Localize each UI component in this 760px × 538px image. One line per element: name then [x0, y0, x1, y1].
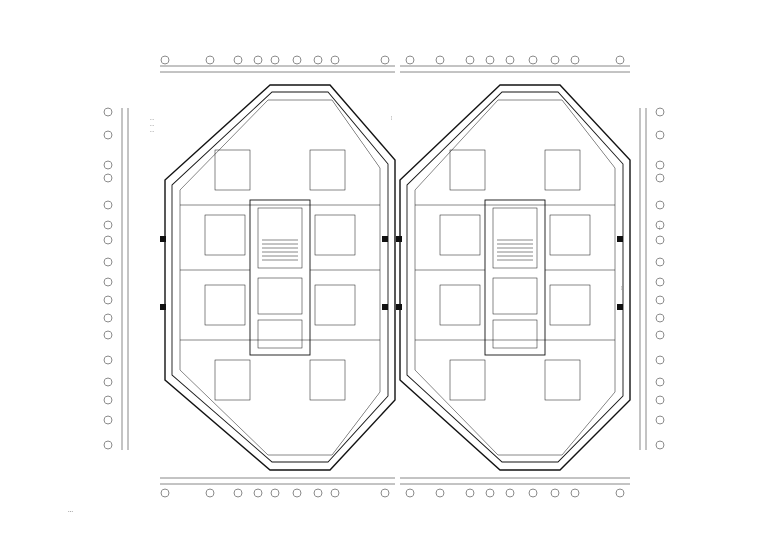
axis-bubble	[103, 130, 113, 140]
axis-bubble	[160, 488, 170, 498]
stair-left	[262, 239, 298, 261]
axis-bubble	[405, 488, 415, 498]
axis-bubble	[160, 55, 170, 65]
axis-bubble	[103, 415, 113, 425]
stair-right	[497, 239, 533, 261]
axis-bubble	[435, 488, 445, 498]
axis-bubble	[330, 488, 340, 498]
axis-bubble	[103, 330, 113, 340]
axis-bubble	[485, 55, 495, 65]
axis-bubble	[655, 130, 665, 140]
note-line-1: …	[150, 116, 154, 121]
axis-bubble	[103, 377, 113, 387]
axis-bubble	[465, 488, 475, 498]
axis-bubble	[655, 395, 665, 405]
axis-bubble	[103, 355, 113, 365]
label-b: …	[618, 286, 623, 290]
axis-bubble	[103, 107, 113, 117]
axis-bubble	[292, 55, 302, 65]
axis-bubble	[103, 173, 113, 183]
axis-bubble	[655, 107, 665, 117]
axis-bubble	[615, 55, 625, 65]
axis-bubble	[103, 257, 113, 267]
axis-bubble	[103, 440, 113, 450]
axis-bubble	[528, 55, 538, 65]
axis-bubble	[233, 488, 243, 498]
axis-bubble	[253, 55, 263, 65]
axis-bubble	[465, 55, 475, 65]
axis-bubble	[655, 220, 665, 230]
axis-bubble	[655, 173, 665, 183]
axis-bubble	[655, 377, 665, 387]
annotation-notes: … … … … … … …	[68, 116, 661, 514]
axis-bubble	[505, 488, 515, 498]
axis-bubble	[380, 488, 390, 498]
axis-bubble	[103, 313, 113, 323]
axis-bubble	[270, 55, 280, 65]
axis-bubble	[655, 160, 665, 170]
axis-bubble	[550, 55, 560, 65]
dimension-lines	[121, 65, 647, 485]
axis-bubble	[655, 295, 665, 305]
axis-bubble	[103, 220, 113, 230]
axis-bubble	[205, 55, 215, 65]
axis-bubble	[405, 55, 415, 65]
axis-bubble	[103, 395, 113, 405]
axis-bubble	[655, 235, 665, 245]
axis-bubble	[103, 295, 113, 305]
label-d: …	[68, 508, 73, 514]
axis-bubble	[550, 488, 560, 498]
axis-bubbles	[103, 55, 665, 498]
label-a: …	[388, 116, 393, 120]
axis-bubble	[313, 488, 323, 498]
axis-bubble	[570, 488, 580, 498]
axis-bubble	[103, 200, 113, 210]
axis-bubble	[655, 440, 665, 450]
axis-bubble	[655, 330, 665, 340]
label-c: …	[656, 226, 661, 230]
axis-bubble	[655, 415, 665, 425]
axis-bubble	[253, 488, 263, 498]
left-floor-plan	[160, 84, 396, 471]
axis-bubble	[655, 257, 665, 267]
axis-bubble	[655, 277, 665, 287]
axis-bubble	[435, 55, 445, 65]
axis-bubble	[270, 488, 280, 498]
axis-bubble	[205, 488, 215, 498]
axis-bubble	[380, 55, 390, 65]
axis-bubble	[615, 488, 625, 498]
axis-bubble	[655, 200, 665, 210]
axis-bubble	[233, 55, 243, 65]
axis-bubble	[103, 235, 113, 245]
axis-bubble	[655, 313, 665, 323]
axis-bubble	[103, 277, 113, 287]
axis-bubble	[330, 55, 340, 65]
axis-bubble	[528, 488, 538, 498]
note-line-2: …	[150, 122, 154, 127]
axis-bubble	[505, 55, 515, 65]
axis-bubble	[655, 355, 665, 365]
axis-bubble	[570, 55, 580, 65]
right-floor-plan	[396, 84, 631, 471]
axis-bubble	[103, 160, 113, 170]
axis-bubble	[313, 55, 323, 65]
axis-bubble	[485, 488, 495, 498]
note-line-3: …	[150, 128, 154, 133]
axis-bubble	[292, 488, 302, 498]
